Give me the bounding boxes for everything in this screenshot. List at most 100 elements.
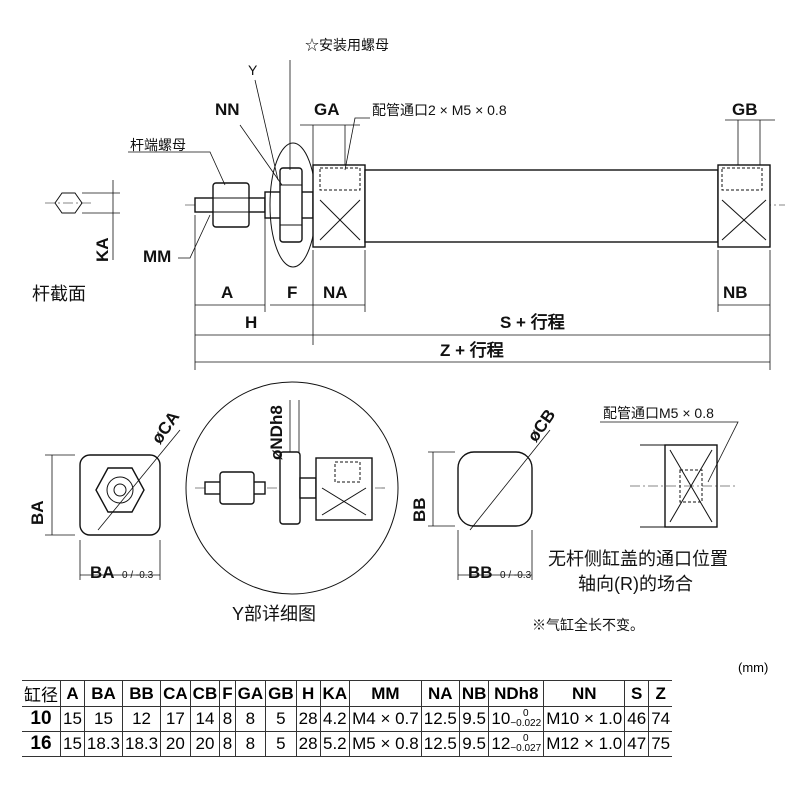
table-cell: 15 [60, 731, 85, 757]
table-cell: 8 [234, 706, 266, 732]
table-cell: 15 [83, 706, 123, 732]
table-cell: 10 0−0.022 [488, 706, 544, 732]
column-header: CA [160, 680, 191, 707]
axial-port-view [600, 421, 739, 528]
bb-vertical-label: BB [410, 497, 429, 522]
column-header: GB [265, 680, 297, 707]
column-header: KA [319, 680, 350, 707]
column-header: NN [543, 680, 625, 707]
ka-label: KA [93, 237, 112, 262]
nd-lower-tol: −0.027 [510, 743, 542, 755]
column-header: NB [458, 680, 489, 707]
unit-label: (mm) [738, 660, 769, 675]
nd-upper-tol: 0 [522, 733, 529, 745]
y-label: Y [248, 62, 258, 78]
nn-label: NN [215, 100, 240, 119]
column-header: S [624, 680, 649, 707]
column-header: CB [189, 680, 220, 707]
y-detail-view [185, 381, 399, 595]
column-header: NDh8 [488, 680, 544, 707]
table-cell: 18.3 [83, 731, 123, 757]
cylinder-side-view [185, 142, 785, 268]
rod-nut-label: 杆端螺母 [130, 137, 186, 153]
column-header: NA [420, 680, 460, 707]
nb-label: NB [723, 283, 748, 302]
column-header: F [219, 680, 236, 707]
table-cell: 8 [219, 706, 236, 732]
table-cell: 5.2 [319, 731, 350, 757]
column-header: A [60, 680, 85, 707]
bb-horizontal-label: BB [468, 563, 493, 582]
ba-vertical-label: BA [28, 500, 47, 525]
table-cell: 46 [624, 706, 649, 732]
cover-end-view-ca [45, 429, 181, 580]
column-header: Z [648, 680, 673, 707]
mount-nut-label: ☆安装用螺母 [305, 37, 389, 53]
table-cell: 14 [189, 706, 220, 732]
nd-value: 12 [491, 733, 511, 753]
ba-horizontal-label: BA [90, 563, 115, 582]
table-cell: 18.3 [122, 731, 161, 757]
table-cell: 47 [624, 731, 649, 757]
nd-lower-tol: −0.022 [510, 718, 542, 730]
table-cell: 4.2 [319, 706, 350, 732]
table-cell: 28 [295, 731, 321, 757]
ba-tolerance: 0 / -0.3 [122, 570, 154, 581]
table-cell: 5 [265, 706, 297, 732]
table-cell: 12.5 [420, 731, 460, 757]
mm-label: MM [143, 247, 171, 266]
column-header: BA [83, 680, 123, 707]
table-cell: 8 [234, 731, 266, 757]
table-cell: 8 [219, 731, 236, 757]
length-note: ※气缸全长不变。 [532, 617, 644, 633]
ca-label: øCA [148, 408, 184, 448]
port-label: 配管通口2 × M5 × 0.8 [372, 102, 507, 118]
table-cell: 20 [189, 731, 220, 757]
table-cell: 12 [122, 706, 161, 732]
column-header: 缸径 [24, 686, 58, 705]
na-label: NA [323, 283, 348, 302]
bb-tolerance: 0 / -0.3 [500, 570, 532, 581]
table-cell: 12 0−0.027 [488, 731, 544, 757]
ndh8-label: øNDh8 [267, 405, 286, 460]
table-cell: 9.5 [458, 731, 489, 757]
table-cell: 28 [295, 706, 321, 732]
z-label: Z + 行程 [440, 340, 504, 360]
table-cell: M5 × 0.8 [349, 731, 422, 757]
h-label: H [245, 313, 257, 332]
f-label: F [287, 283, 297, 302]
s-label: S + 行程 [500, 312, 565, 332]
column-header: BB [122, 680, 161, 707]
table-cell: 74 [648, 706, 673, 732]
table-cell: M10 × 1.0 [543, 706, 625, 732]
rod-section-label: 杆截面 [32, 284, 86, 304]
table-cell: 10 [30, 708, 52, 729]
table-cell: 9.5 [458, 706, 489, 732]
a-label: A [221, 283, 233, 302]
table-cell: M4 × 0.7 [349, 706, 422, 732]
column-header: MM [349, 680, 422, 707]
table-cell: 16 [30, 733, 52, 754]
table-cell: 75 [648, 731, 673, 757]
y-detail-label: Y部详细图 [232, 604, 316, 624]
nd-upper-tol: 0 [522, 708, 529, 720]
nd-value: 10 [491, 708, 511, 728]
cover-end-view-cb [428, 429, 551, 580]
table-cell: M12 × 1.0 [543, 731, 625, 757]
axial-note-line1: 无杆侧缸盖的通口位置 [548, 548, 728, 569]
ga-label: GA [314, 100, 340, 119]
table-cell: 15 [60, 706, 85, 732]
table-cell: 20 [160, 731, 191, 757]
column-header: H [295, 680, 321, 707]
axial-note-line2: 轴向(R)的场合 [578, 574, 693, 594]
gb-label: GB [732, 100, 758, 119]
table-cell: 17 [160, 706, 191, 732]
table-cell: 12.5 [420, 706, 460, 732]
column-header: GA [234, 680, 266, 707]
